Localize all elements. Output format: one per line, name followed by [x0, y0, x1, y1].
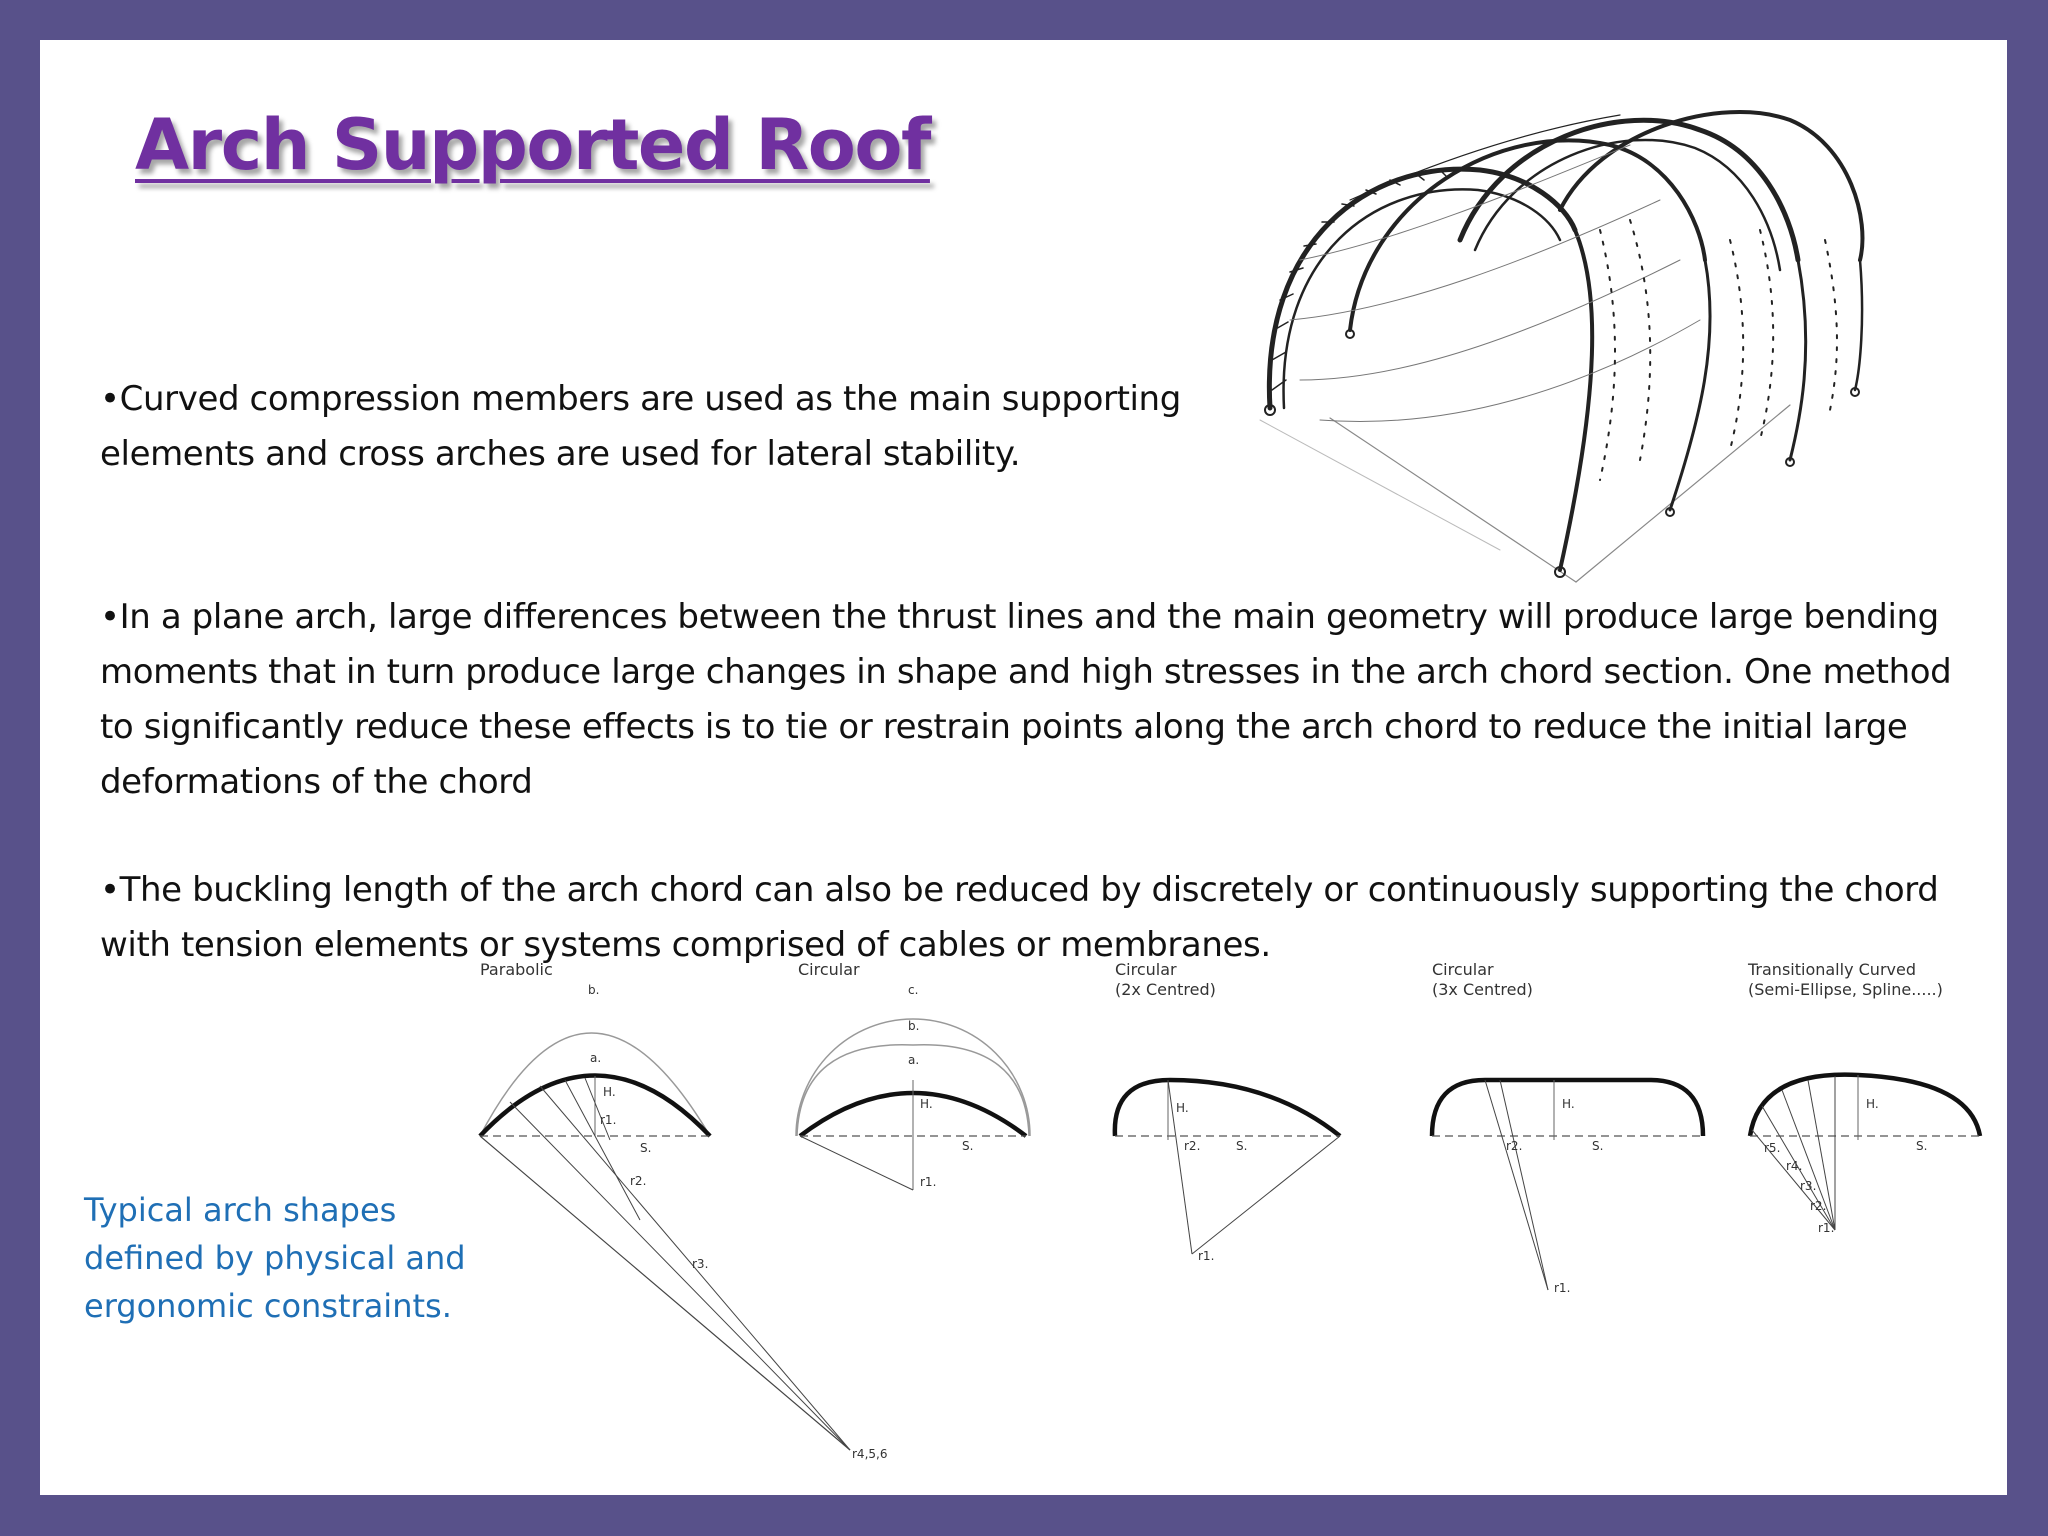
- bullet-1: •Curved compression members are used as …: [100, 379, 1181, 474]
- shape-subtitle: (2x Centred): [1115, 980, 1216, 999]
- label-r4: r4.: [1786, 1159, 1802, 1173]
- label-r3: r3.: [692, 1257, 708, 1271]
- label-r1: r1.: [920, 1175, 936, 1189]
- label-r3: r3.: [1800, 1179, 1816, 1193]
- arch-roof-illustration: [1259, 110, 1865, 583]
- label-H: H.: [920, 1097, 933, 1111]
- label-r2: r2.: [1506, 1139, 1522, 1153]
- label-a: a.: [590, 1051, 601, 1065]
- circular-arch-shape: Circular c. b. a. H. S. r1.: [795, 960, 1031, 1191]
- label-H: H.: [1562, 1097, 1575, 1111]
- label-S: S.: [1916, 1139, 1927, 1153]
- label-r2: r2.: [1810, 1199, 1826, 1213]
- label-r2: r2.: [1184, 1139, 1200, 1153]
- label-r1: r1.: [1554, 1281, 1570, 1295]
- shape-title: Circular: [1432, 960, 1494, 979]
- bullet-2: •In a plane arch, large differences betw…: [100, 597, 1952, 802]
- shape-title: Circular: [1115, 960, 1177, 979]
- label-r1: r1.: [1198, 1249, 1214, 1263]
- label-a: a.: [908, 1053, 919, 1067]
- label-H: H.: [1866, 1097, 1879, 1111]
- label-b: b.: [908, 1019, 919, 1033]
- parabolic-arch-shape: Parabolic b. a. H. r1. S. r2. r3. r4,5,6: [478, 960, 887, 1461]
- diagram-caption: Typical arch shapes defined by physical …: [84, 1191, 466, 1325]
- transitionally-curved-arch-shape: Transitionally Curved (Semi-Ellipse, Spl…: [1747, 960, 1983, 1235]
- shape-title: Circular: [798, 960, 860, 979]
- label-r456: r4,5,6: [852, 1447, 887, 1461]
- label-H: H.: [1176, 1101, 1189, 1115]
- label-S: S.: [1236, 1139, 1247, 1153]
- shape-title: Parabolic: [480, 960, 553, 979]
- label-H: H.: [603, 1085, 616, 1099]
- slide: Arch Supported Roof: [40, 40, 2007, 1495]
- shape-subtitle: (Semi-Ellipse, Spline.....): [1748, 980, 1943, 999]
- bullet-3: •The buckling length of the arch chord c…: [100, 870, 1939, 965]
- circular-3x-centred-arch-shape: Circular (3x Centred) H. r2. S. r1.: [1429, 960, 1706, 1295]
- shape-subtitle: (3x Centred): [1432, 980, 1533, 999]
- slide-title: Arch Supported Roof: [135, 104, 931, 186]
- label-r2: r2.: [630, 1174, 646, 1188]
- label-S: S.: [640, 1141, 651, 1155]
- arch-shapes-diagram: Parabolic b. a. H. r1. S. r2. r3. r4,5,6…: [478, 960, 1983, 1461]
- label-S: S.: [962, 1139, 973, 1153]
- label-S: S.: [1592, 1139, 1603, 1153]
- label-b: b.: [588, 983, 599, 997]
- circular-2x-centred-arch-shape: Circular (2x Centred) H. r2. S. r1.: [1112, 960, 1342, 1263]
- label-r1: r1.: [600, 1113, 616, 1127]
- shape-title: Transitionally Curved: [1747, 960, 1916, 979]
- label-c: c.: [908, 983, 918, 997]
- label-r1: r1.: [1818, 1221, 1834, 1235]
- label-r5: r5.: [1764, 1141, 1780, 1155]
